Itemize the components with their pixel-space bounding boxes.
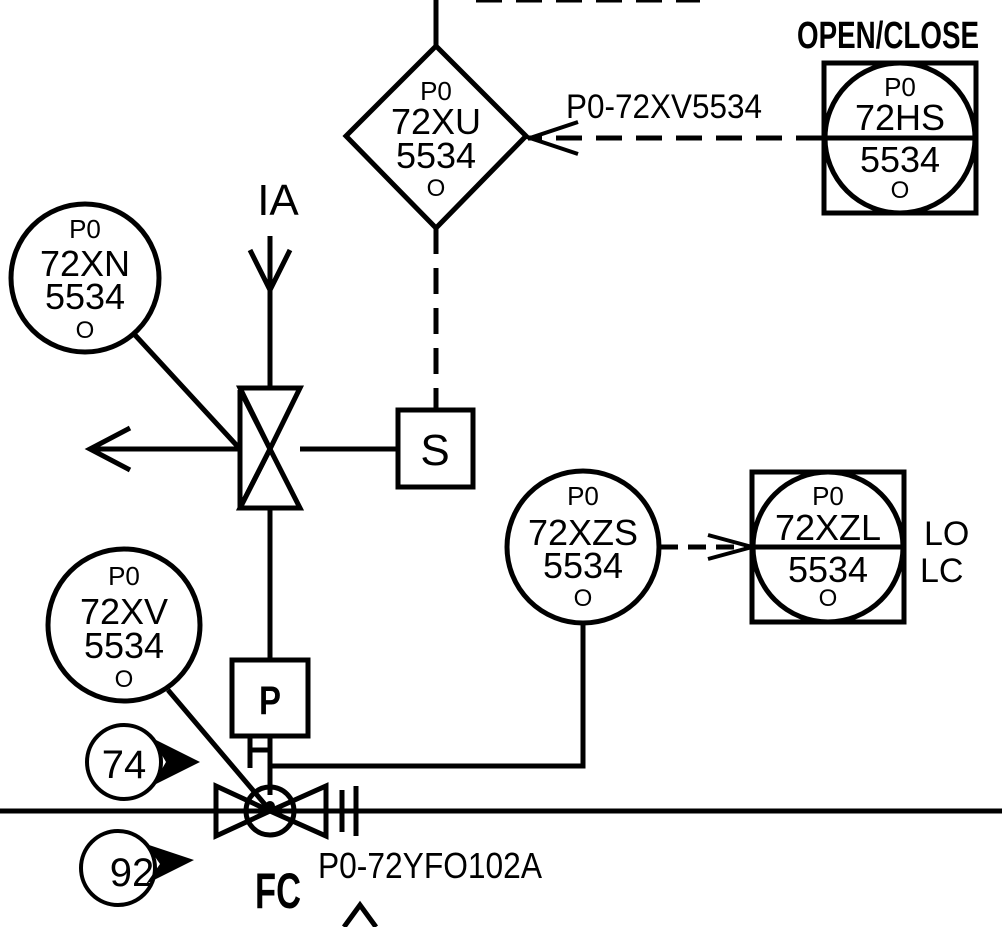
solenoid-label: S [420, 426, 449, 475]
xn-tag: 72XN [40, 243, 130, 284]
xu-loop: 5534 [396, 135, 476, 176]
xzs-signal-line [270, 623, 586, 769]
hs-suffix: O [891, 177, 910, 204]
three-way-valve [235, 385, 305, 511]
hs-loop: 5534 [860, 139, 940, 180]
xu-suffix: O [427, 175, 446, 202]
hs-tag: 72HS [855, 97, 945, 138]
xv-loop: 5534 [84, 625, 164, 666]
xzs-tag: 72XZS [528, 512, 638, 553]
line-number-label: P0-72YFO102A [318, 845, 542, 886]
xn-suffix: O [76, 317, 95, 344]
limit-open-label: LO [924, 515, 969, 553]
xzl-tag: 72XZL [775, 507, 881, 548]
xzl-loop: 5534 [788, 549, 868, 590]
hs-prefix: P0 [884, 72, 916, 102]
xv-prefix: P0 [108, 561, 140, 591]
xn-prefix: P0 [69, 214, 101, 244]
hand-switch-hs: P0 72HS 5534 O [821, 60, 979, 216]
reference-tag-upper[interactable]: 74 [85, 723, 200, 801]
logic-diamond-xu: P0 72XU 5534 O [342, 42, 530, 232]
xzl-prefix: P0 [812, 481, 844, 511]
reference-number-lower: 92 [110, 851, 155, 895]
xzs-loop: 5534 [543, 545, 623, 586]
xv-tag: 72XV [80, 591, 168, 632]
indicator-light-xzl: P0 72XZL 5534 O [749, 469, 907, 625]
xv-leader [166, 688, 270, 810]
ball-valve [213, 782, 329, 840]
limit-closed-label: LC [920, 552, 963, 590]
instrument-bubble-xn: P0 72XN 5534 O [8, 201, 162, 355]
air-supply-label: IA [257, 176, 299, 225]
instrument-bubble-xzs: P0 72XZS 5534 O [504, 468, 662, 626]
instrument-bubble-xv: P0 72XV 5534 O [45, 546, 203, 704]
air-supply-arrowhead [247, 248, 293, 296]
xu-prefix: P0 [420, 76, 452, 106]
positioner-box: P [229, 657, 311, 739]
xzs-prefix: P0 [567, 481, 599, 511]
arrowhead-hs-to-xu [523, 120, 579, 156]
xzl-suffix: O [819, 585, 838, 612]
solenoid-box: S [395, 407, 476, 490]
xzs-suffix: O [574, 585, 593, 612]
downstream-branch [341, 900, 379, 927]
open-close-label: OPEN/CLOSE [797, 15, 979, 57]
xv-suffix: O [115, 666, 134, 693]
vent-arrowhead [84, 425, 132, 473]
signal-label: P0-72XV5534 [566, 88, 762, 126]
fail-closed-label: FC [255, 863, 301, 919]
xn-leader [133, 333, 242, 451]
xn-loop: 5534 [45, 276, 125, 317]
positioner-label: P [259, 679, 281, 723]
reference-number-upper: 74 [102, 743, 147, 787]
xu-tag: 72XU [391, 101, 481, 142]
reference-tag-lower[interactable]: 92 [79, 829, 194, 907]
